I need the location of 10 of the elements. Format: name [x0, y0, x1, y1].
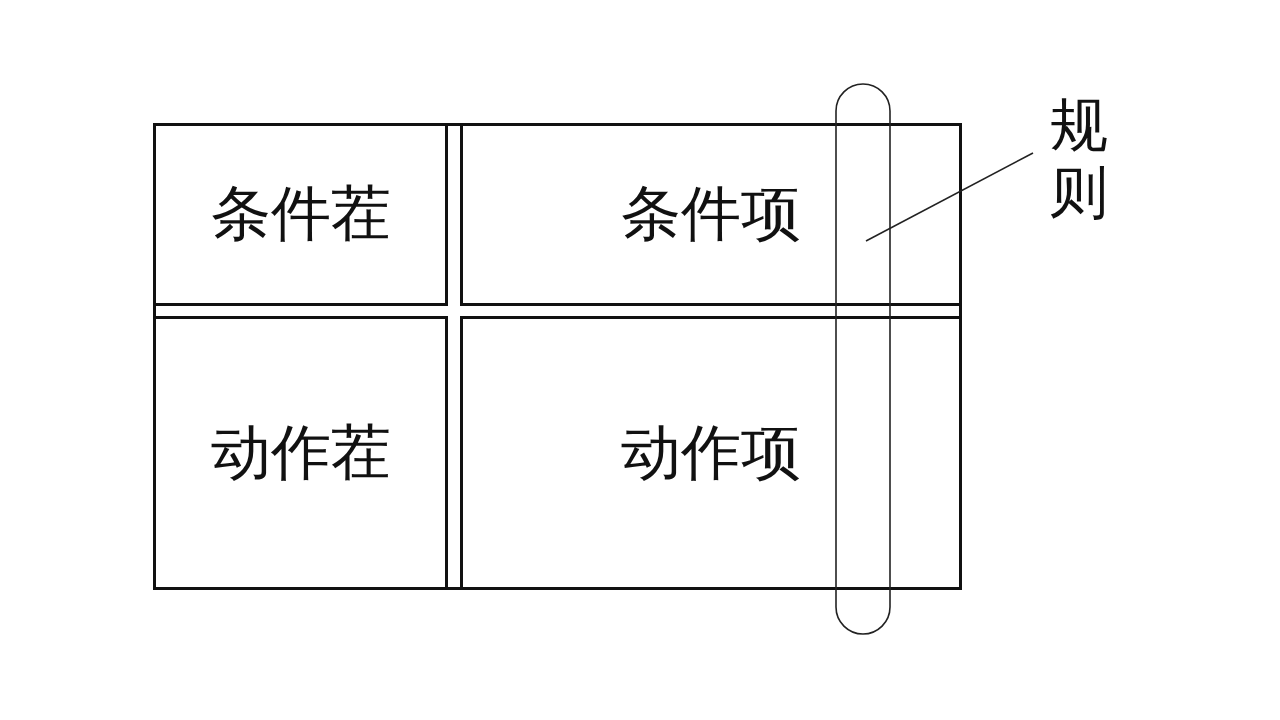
cell-label: 条件茬	[210, 177, 391, 250]
cell-label: 动作茬	[210, 415, 391, 489]
table-cell	[153, 123, 448, 306]
table-cell	[153, 316, 448, 590]
leader-line	[865, 152, 1034, 242]
table-cell	[460, 316, 962, 590]
cell-label: 动作项	[621, 415, 801, 489]
rule-label: 规则	[1050, 92, 1108, 226]
table-cell	[460, 123, 962, 306]
cell-label: 条件项	[621, 177, 801, 250]
